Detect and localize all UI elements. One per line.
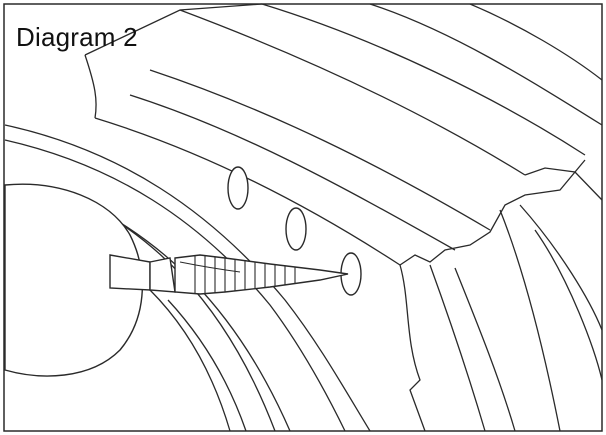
tread-arc-5 [149, 289, 231, 432]
diagram-border [3, 3, 603, 432]
tread-jagged-edge [399, 159, 586, 266]
hole-1 [227, 166, 249, 210]
tire-tread-arcs [4, 3, 603, 432]
tread-notch [524, 167, 603, 201]
tread-groove-6 [149, 69, 491, 231]
tread-groove-1 [179, 9, 526, 176]
diagram-title: Diagram 2 [16, 22, 138, 52]
right-block-6 [534, 229, 603, 381]
right-block-3 [429, 264, 486, 432]
tread-groove-3 [369, 3, 603, 126]
tread-groove-2 [261, 3, 586, 156]
step-drill-bit [174, 254, 349, 295]
right-block-1 [499, 209, 561, 432]
right-block-2 [519, 204, 603, 331]
drill-chuck-nose [149, 257, 176, 293]
tread-groove-4 [469, 3, 603, 81]
drill [4, 183, 349, 377]
hole-2 [285, 207, 307, 251]
tread-block-lower-edge [94, 117, 401, 266]
step-drill-bit-steps [179, 256, 296, 294]
tread-arc-6 [167, 299, 247, 432]
drill-body [4, 183, 144, 377]
right-block-4 [454, 267, 516, 432]
drill-chuck-collar [109, 254, 151, 291]
tread-block-left [84, 54, 97, 119]
tread-groove-5 [129, 94, 456, 251]
drill-holes [227, 166, 362, 296]
right-block-5 [399, 264, 426, 432]
